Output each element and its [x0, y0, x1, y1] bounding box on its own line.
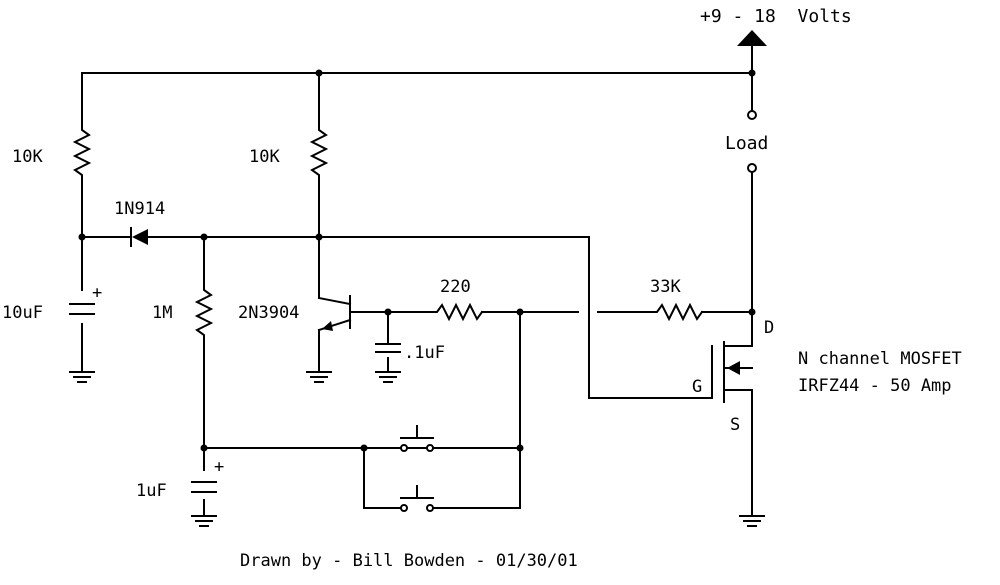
capacitor-1uf [191, 481, 217, 493]
ground-icon [739, 515, 765, 527]
resistor-1m [194, 284, 214, 341]
capacitor-10uf-polarity: + [92, 283, 102, 303]
credit-line: Drawn by - Bill Bowden - 01/30/01 [240, 551, 578, 571]
junction-dots [78, 69, 756, 452]
diode-line-wire [81, 236, 713, 399]
capacitor-01uf-label: .1uF [404, 343, 445, 363]
switch-right-wires [429, 447, 521, 509]
resistor-33k-label: 33K [650, 277, 681, 297]
transistor-label: 2N3904 [238, 303, 299, 323]
push-switch-bottom [400, 485, 434, 512]
mosfet-drain-label: D [764, 318, 774, 338]
mosfet-type-label: N channel MOSFET [798, 349, 962, 369]
base-wire [349, 311, 433, 373]
one-meg-wire [203, 236, 521, 517]
resistor-10k-left-label: 10K [12, 147, 43, 167]
capacitor-1uf-polarity: + [214, 457, 224, 477]
resistor-33k [651, 302, 704, 322]
transistor-2n3904 [317, 295, 352, 332]
resistor-1m-label: 1M [152, 303, 172, 323]
resistor-10k-middle [309, 124, 329, 186]
supply-label: +9 - 18 Volts [700, 6, 852, 27]
capacitor-01uf [375, 343, 401, 353]
load-label: Load [725, 133, 768, 154]
capacitor-10uf [69, 303, 95, 315]
supply-arrow-icon [737, 30, 767, 46]
ground-icon [306, 371, 332, 383]
switch-left-wires [363, 447, 405, 509]
mosfet-source-label: S [730, 415, 740, 435]
resistor-220 [431, 302, 484, 322]
capacitor-1uf-label: 1uF [136, 481, 167, 501]
diode-1n914 [130, 227, 148, 247]
resistor-10k-middle-label: 10K [249, 147, 280, 167]
ground-icon [69, 371, 95, 383]
load-terminal-bottom [747, 163, 757, 173]
mosfet-gate-label: G [692, 377, 702, 397]
resistor-10k-left [72, 124, 92, 186]
push-switch-top [400, 425, 434, 452]
diode-label: 1N914 [114, 199, 165, 219]
resistor-220-label: 220 [440, 277, 471, 297]
mosfet-irfz44 [711, 341, 753, 403]
mosfet-part-label: IRFZ44 - 50 Amp [798, 376, 952, 396]
ground-icon [191, 515, 217, 527]
capacitor-10uf-label: 10uF [2, 303, 43, 323]
ground-icon [375, 371, 401, 383]
load-terminal-top [747, 110, 757, 120]
